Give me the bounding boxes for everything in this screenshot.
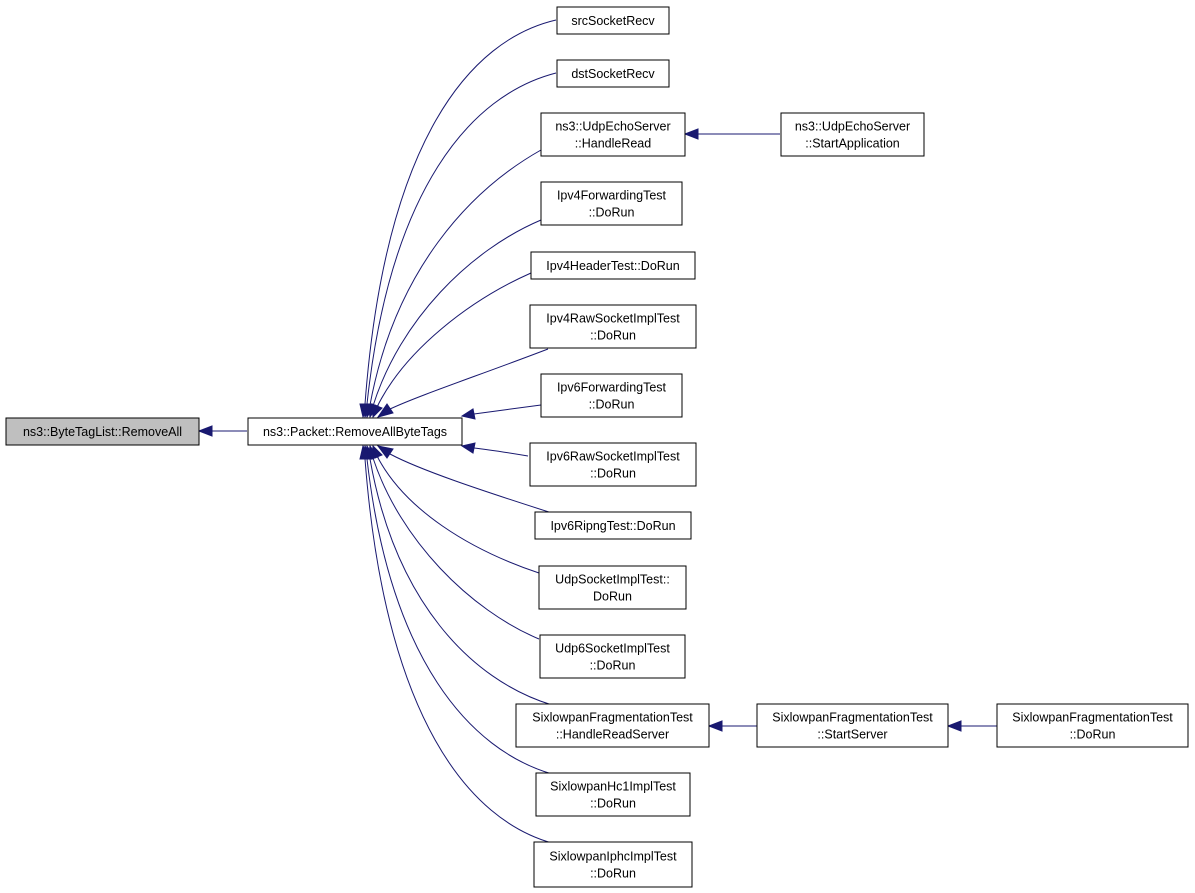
node-udpsocketimpltest-dorun[interactable]: UdpSocketImplTest::DoRun	[538, 565, 687, 610]
node-label-line: Ipv4ForwardingTest	[557, 189, 667, 203]
edge-ipv4forwardingtest	[372, 219, 542, 407]
node-label-line: UdpSocketImplTest::	[555, 573, 670, 587]
node-label-line: ::DoRun	[590, 867, 636, 881]
node-ipv6ripngtest-dorun[interactable]: Ipv6RipngTest::DoRun	[534, 511, 692, 540]
edge-arrow-icon	[371, 403, 383, 419]
node-label-line: ::DoRun	[590, 329, 636, 343]
graph-edges	[197, 19, 997, 844]
edge-arrow-icon	[376, 403, 394, 418]
node-ipv4rawsocketimpltest-dorun[interactable]: Ipv4RawSocketImplTest::DoRun	[529, 304, 697, 349]
node-sixlowpanfragmentationtest-dorun[interactable]: SixlowpanFragmentationTest::DoRun	[996, 703, 1189, 748]
node-label-line: Ipv4RawSocketImplTest	[546, 312, 680, 326]
node-label-line: dstSocketRecv	[571, 67, 655, 81]
node-label-line: SixlowpanFragmentationTest	[532, 711, 693, 725]
node-ipv4forwardingtest-dorun[interactable]: Ipv4ForwardingTest::DoRun	[540, 181, 683, 226]
edge-ipv4rawsocketimpltest	[389, 348, 549, 410]
node-label-line: ::StartServer	[817, 728, 887, 742]
edge-arrow-icon	[707, 720, 723, 732]
edge-arrow-icon	[946, 720, 962, 732]
node-label-line: ::StartApplication	[805, 137, 900, 151]
graph-nodes: ns3::ByteTagList::RemoveAll ns3::Packet:…	[5, 6, 1189, 888]
node-srcsocketrecv[interactable]: srcSocketRecv	[556, 6, 670, 35]
node-udpechoserver-handleread[interactable]: ns3::UdpEchoServer::HandleRead	[540, 112, 686, 157]
node-sixlowpaniphcimpltest-dorun[interactable]: SixlowpanIphcImplTest::DoRun	[533, 841, 693, 888]
node-sixlowpanfragmentationtest-startserver[interactable]: SixlowpanFragmentationTest::StartServer	[756, 703, 949, 748]
node-label-line: srcSocketRecv	[571, 14, 655, 28]
node-label-line: ::DoRun	[590, 797, 636, 811]
node-ipv6forwardingtest-dorun[interactable]: Ipv6ForwardingTest::DoRun	[540, 373, 683, 418]
edge-ipv6ripngtest	[389, 453, 553, 514]
node-label-line: SixlowpanIphcImplTest	[549, 850, 677, 864]
edge-arrow-icon	[683, 128, 699, 140]
node-sixlowpanhc1impltest-dorun[interactable]: SixlowpanHc1ImplTest::DoRun	[535, 772, 691, 817]
edge-ipv6forwardingtest	[473, 404, 542, 415]
node-sixlowpanfragmentationtest-handlereadserver[interactable]: SixlowpanFragmentationTest::HandleReadSe…	[515, 703, 710, 748]
node-ipv4headertest-dorun[interactable]: Ipv4HeaderTest::DoRun	[530, 251, 696, 280]
node-label-line: ns3::UdpEchoServer	[795, 120, 910, 134]
edge-srcsocketrecv	[364, 19, 557, 405]
edge-arrow-icon	[376, 445, 394, 459]
node-label-line: SixlowpanFragmentationTest	[772, 711, 933, 725]
edge-udp6socketimpltest	[372, 457, 540, 640]
node-label-line: ::DoRun	[589, 206, 635, 220]
node-label-line: ::DoRun	[1070, 728, 1116, 742]
node-packet-removeallbytetags[interactable]: ns3::Packet::RemoveAllByteTags	[247, 417, 463, 446]
node-label-line: ns3::ByteTagList::RemoveAll	[23, 425, 182, 439]
node-label-line: ns3::Packet::RemoveAllByteTags	[263, 425, 447, 439]
edge-sixlowpanhc1impltest	[366, 458, 553, 775]
edge-sixlowpaniphcimpltest	[364, 458, 553, 844]
node-dstsocketrecv[interactable]: dstSocketRecv	[556, 59, 670, 88]
edge-dstsocketrecv	[366, 72, 557, 405]
edge-udpechoserver-handleread	[369, 149, 542, 406]
node-label-line: ns3::UdpEchoServer	[555, 120, 670, 134]
node-label-line: ::HandleReadServer	[556, 728, 669, 742]
node-label-line: Ipv6RipngTest::DoRun	[550, 519, 675, 533]
edge-udpsocketimpltest	[376, 455, 540, 574]
node-label-line: Ipv6RawSocketImplTest	[546, 450, 680, 464]
edge-arrow-icon	[197, 425, 213, 437]
node-label-line: SixlowpanFragmentationTest	[1012, 711, 1173, 725]
node-label-line: SixlowpanHc1ImplTest	[550, 780, 676, 794]
node-label-line: Ipv6ForwardingTest	[557, 381, 667, 395]
node-label-line: ::DoRun	[589, 398, 635, 412]
edge-ipv4headertest	[376, 272, 532, 408]
edge-arrow-icon	[359, 444, 371, 460]
node-udp6socketimpltest-dorun[interactable]: Udp6SocketImplTest::DoRun	[539, 634, 686, 679]
node-label-line: ::DoRun	[590, 467, 636, 481]
node-label-line: Udp6SocketImplTest	[555, 642, 670, 656]
node-udpechoserver-startapplication[interactable]: ns3::UdpEchoServer::StartApplication	[780, 112, 925, 157]
node-ipv6rawsocketimpltest-dorun[interactable]: Ipv6RawSocketImplTest::DoRun	[529, 442, 697, 487]
edge-sixlowpanfrag-handlereadserver	[369, 458, 553, 706]
edge-arrow-icon	[460, 442, 476, 454]
node-label-line: Ipv4HeaderTest::DoRun	[546, 259, 679, 273]
edge-ipv6rawsocketimpltest	[473, 447, 529, 457]
node-label-line: ::DoRun	[590, 659, 636, 673]
node-label-line: ::HandleRead	[575, 137, 651, 151]
edge-arrow-icon	[460, 408, 476, 420]
node-label-line: DoRun	[593, 590, 632, 604]
node-bytetaglist-removeall[interactable]: ns3::ByteTagList::RemoveAll	[5, 417, 200, 446]
